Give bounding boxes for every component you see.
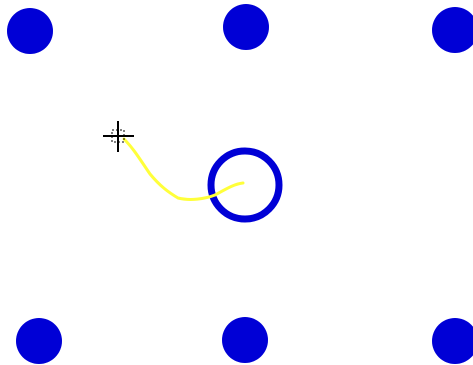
top-center-dot[interactable] [223, 4, 269, 50]
mouse-path-trail [122, 137, 245, 201]
top-left-dot[interactable] [7, 8, 53, 54]
bottom-center-dot[interactable] [222, 317, 268, 363]
bottom-left-dot[interactable] [16, 318, 62, 364]
crosshair-icon [103, 121, 134, 152]
bottom-right-dot[interactable] [432, 318, 473, 364]
center-target-ring[interactable] [207, 147, 283, 223]
top-right-dot[interactable] [432, 7, 473, 53]
